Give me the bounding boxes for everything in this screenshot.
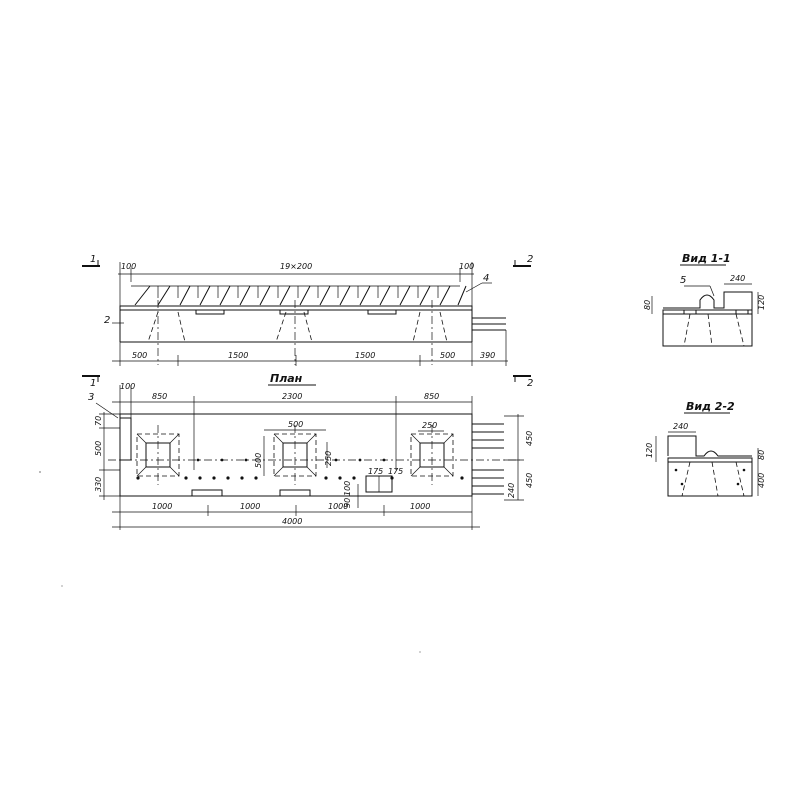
dim-label: 2300: [282, 392, 302, 401]
section-mark-label: 2: [527, 378, 533, 389]
insert-dimensions: 500 500 250 250 175 175 100 50: [254, 420, 444, 508]
dim-label: 175: [388, 467, 403, 476]
dim-label: 1000: [152, 502, 172, 511]
dim-label: 850: [152, 392, 167, 401]
dim-label: 500: [132, 351, 147, 360]
callout-label: 2: [104, 315, 110, 326]
dim-label: 400: [757, 473, 766, 488]
dim-label: 450: [525, 473, 534, 488]
section-mark-label: 1: [90, 254, 96, 265]
rebar-dot-row: [136, 458, 464, 480]
dim-label: 390: [480, 351, 495, 360]
dim-label: 80: [757, 450, 766, 460]
dim-label: 330: [94, 477, 103, 492]
dim-label: 240: [507, 483, 516, 498]
slab-elevation: [119, 300, 506, 365]
dim-label: 100: [120, 382, 135, 391]
callout-label: 4: [483, 273, 489, 284]
view-2-2: Вид 2-2 240 120 80 400: [645, 400, 766, 497]
dim-label: 500: [94, 441, 103, 456]
dim-label: 70: [94, 416, 103, 426]
top-dimension-chain: 100 19×200 100: [118, 262, 474, 308]
dim-label: 500: [254, 453, 263, 468]
dim-label: 175: [368, 467, 383, 476]
dim-label: 100: [121, 262, 136, 271]
dim-label: 450: [525, 431, 534, 446]
plan-left-dimension-chain: 70 500 330: [94, 412, 120, 500]
dim-label: 1500: [355, 351, 375, 360]
dim-label: 240: [673, 422, 688, 431]
dim-label: 80: [643, 300, 652, 310]
dim-label: 250: [324, 451, 333, 466]
callout-4: 4: [465, 273, 492, 293]
dim-label: 850: [424, 392, 439, 401]
elevation-view: 1 2 100 19×200 100 4: [82, 254, 533, 366]
plan-bottom-dimension-chain: 1000 1000 1000 1000 4000: [112, 496, 480, 530]
callout-label: 3: [88, 392, 94, 403]
section-mark-2-right-top: 2: [513, 254, 533, 267]
embedded-insert-center: [273, 425, 317, 485]
plan-view: План 1 2 100 850 2300 850: [82, 372, 534, 530]
dim-label: 500: [440, 351, 455, 360]
view-1-1: Вид 1-1 5 240 80 120: [643, 252, 766, 347]
dim-label: 1000: [410, 502, 430, 511]
section-mark-2-right-bottom: 2: [513, 375, 533, 389]
anchor-rebar-hatching: [131, 285, 467, 306]
section-mark-label: 2: [527, 254, 533, 265]
view-2-2-title: Вид 2-2: [686, 400, 735, 413]
dim-label: 100: [459, 262, 474, 271]
callout-3: 3: [88, 392, 119, 419]
embedded-insert-left: [136, 425, 180, 485]
dim-label: 250: [422, 421, 437, 430]
dim-label: 19×200: [280, 262, 312, 271]
callout-label: 5: [680, 275, 686, 286]
plan-title: План: [270, 372, 303, 385]
dim-label: 120: [645, 443, 654, 458]
dim-label: 1500: [228, 351, 248, 360]
dim-label: 1000: [240, 502, 260, 511]
dim-label: 500: [288, 420, 303, 429]
callout-2: 2: [104, 315, 124, 326]
dim-label: 120: [757, 295, 766, 310]
view-1-1-title: Вид 1-1: [682, 252, 731, 265]
total-length-label: 4000: [282, 517, 302, 526]
dim-label: 1000: [328, 502, 348, 511]
dim-label: 100: [343, 481, 352, 496]
scan-noise: [39, 471, 421, 653]
section-mark-1-left-bottom: 1: [82, 375, 100, 389]
plan-right-dimension-chain: 450 450 240: [504, 414, 534, 501]
dim-label: 50: [343, 498, 352, 508]
dim-label: 240: [730, 274, 745, 283]
section-mark-label: 1: [90, 378, 96, 389]
embedded-insert-right: [410, 425, 454, 485]
slab-plan: [108, 413, 520, 497]
section-mark-1-left-top: 1: [82, 254, 100, 267]
bottom-dimension-chain: 500 1500 1500 500 390: [112, 330, 508, 366]
